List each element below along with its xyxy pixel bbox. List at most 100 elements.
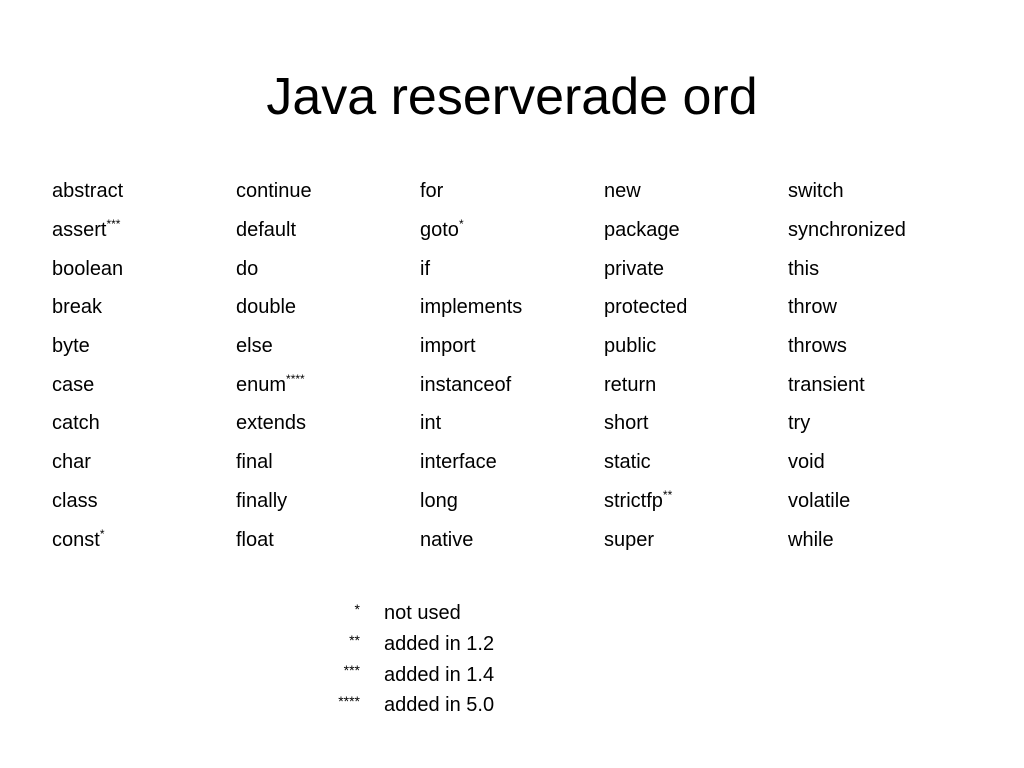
keyword-cell: enum**** (236, 373, 420, 397)
keyword-text: enum (236, 373, 287, 396)
keyword-text: import (420, 335, 476, 358)
keyword-text: this (788, 257, 820, 280)
keyword-text: public (604, 335, 657, 358)
legend-marker: ** (349, 631, 360, 648)
keyword-cell: assert*** (52, 218, 236, 242)
legend-marker: **** (338, 693, 360, 710)
keyword-cell: if (420, 257, 604, 281)
keyword-text: continue (236, 180, 312, 203)
keyword-text: return (604, 373, 657, 396)
keyword-text: byte (52, 335, 90, 358)
keyword-text: private (604, 257, 665, 280)
keyword-text: new (604, 180, 641, 203)
keyword-text: long (420, 489, 458, 512)
keyword-text: try (788, 412, 811, 435)
keyword-cell: instanceof (420, 373, 604, 397)
legend-marker: * (354, 601, 360, 617)
keyword-text: break (52, 296, 103, 319)
keyword-cell: goto* (420, 218, 604, 242)
keyword-text: const (52, 528, 100, 551)
keyword-cell: interface (420, 450, 604, 474)
keyword-cell: try (788, 411, 972, 435)
keyword-text: default (236, 219, 297, 242)
keyword-cell: implements (420, 295, 604, 319)
keyword-text: interface (420, 451, 497, 474)
legend-row: * not used (300, 598, 700, 629)
keyword-cell: throws (788, 334, 972, 358)
keyword-text: throws (788, 335, 847, 358)
keyword-cell: volatile (788, 489, 972, 513)
keyword-cell: super (604, 528, 788, 552)
keyword-text: implements (420, 296, 523, 319)
keyword-text: goto (420, 219, 459, 242)
keyword-text: package (604, 219, 680, 242)
keyword-text: double (236, 296, 297, 319)
keyword-row: byte else import public throws (52, 327, 992, 366)
keyword-text: float (236, 528, 274, 551)
keyword-text: switch (788, 180, 844, 203)
keyword-cell: class (52, 489, 236, 513)
keyword-cell: strictfp** (604, 489, 788, 513)
legend-row: ****added in 5.0 (300, 690, 700, 721)
keyword-cell: float (236, 528, 420, 552)
keyword-text: catch (52, 412, 100, 435)
keyword-text: volatile (788, 489, 851, 512)
keyword-cell: const* (52, 528, 236, 552)
slide-title: Java reserverade ord (266, 68, 758, 126)
keyword-text: throw (788, 296, 837, 319)
footnote-marker: *** (106, 217, 121, 232)
keyword-cell: void (788, 450, 972, 474)
keyword-cell: long (420, 489, 604, 513)
keyword-cell: native (420, 528, 604, 552)
footnote-marker: **** (286, 371, 305, 386)
keyword-text: class (52, 489, 98, 512)
keyword-text: finally (236, 489, 288, 512)
keyword-cell: switch (788, 179, 972, 203)
keyword-cell: transient (788, 373, 972, 397)
keyword-text: final (236, 451, 273, 474)
keyword-cell: import (420, 334, 604, 358)
keyword-cell: return (604, 373, 788, 397)
keyword-text: short (604, 412, 649, 435)
keyword-cell: while (788, 528, 972, 552)
keyword-cell: boolean (52, 257, 236, 281)
keyword-cell: else (236, 334, 420, 358)
keyword-cell: char (52, 450, 236, 474)
keyword-text: void (788, 451, 825, 474)
keyword-cell: extends (236, 411, 420, 435)
keyword-cell: this (788, 257, 972, 281)
keyword-row: class finally long strictfp**volatile (52, 482, 992, 521)
keyword-text: case (52, 373, 95, 396)
legend-row: ***added in 1.4 (300, 659, 700, 690)
keyword-text: for (420, 180, 444, 203)
keyword-text: static (604, 451, 651, 474)
keyword-text: do (236, 257, 259, 280)
keyword-cell: for (420, 179, 604, 203)
keyword-text: boolean (52, 257, 124, 280)
keyword-text: extends (236, 412, 307, 435)
keyword-cell: private (604, 257, 788, 281)
keyword-row: char final interface static void (52, 443, 992, 482)
keyword-cell: finally (236, 489, 420, 513)
footnote-marker: * (458, 217, 464, 232)
keyword-cell: protected (604, 295, 788, 319)
keyword-cell: throw (788, 295, 972, 319)
keyword-text: else (236, 335, 273, 358)
keyword-cell: final (236, 450, 420, 474)
footnote-marker: ** (662, 487, 673, 502)
keyword-text: synchronized (788, 219, 906, 242)
keyword-text: transient (788, 373, 865, 396)
keyword-text: char (52, 451, 91, 474)
keyword-cell: case (52, 373, 236, 397)
legend-text: not used (384, 602, 461, 625)
keyword-cell: public (604, 334, 788, 358)
footnote-marker: * (99, 526, 105, 541)
keyword-text: native (420, 528, 474, 551)
legend-text: added in 1.4 (384, 663, 495, 686)
